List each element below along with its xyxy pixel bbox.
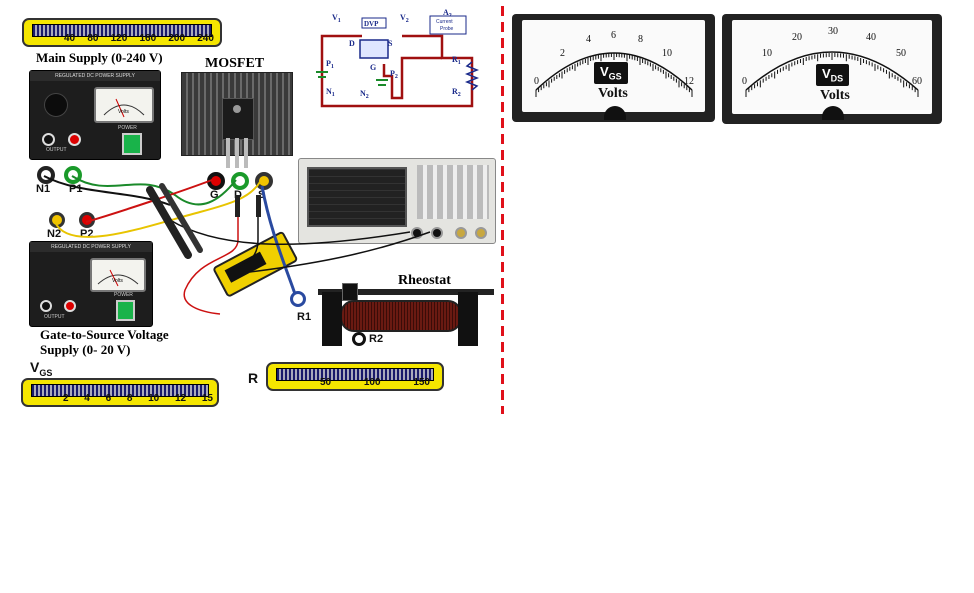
vds-meter-units: Volts — [820, 88, 850, 104]
vgs-tick-label: 6 — [611, 30, 616, 41]
vgs-meter-units: Volts — [598, 86, 628, 102]
vgs-voltmeter: 0 2 4 6 8 10 12 VGS Volts — [512, 14, 715, 122]
vds-voltmeter: 0 10 20 30 40 50 60 VDS Volts — [722, 14, 942, 124]
vgs-scale: 2 4 6 8 10 12 15 — [63, 393, 213, 404]
vds-tick-label: 50 — [896, 48, 906, 59]
wire-s-to-r1 — [262, 186, 295, 294]
vds-tick-label: 20 — [792, 32, 802, 43]
circuit-p1: P1 — [326, 59, 334, 70]
vgs-slider-label-sub: GS — [39, 368, 52, 378]
circuit-v2: V2 — [400, 13, 409, 24]
circuit-mosfet-box — [360, 40, 388, 58]
section-divider — [501, 6, 504, 414]
vgs-meter-plate: VGS — [594, 62, 628, 84]
circuit-n1: N1 — [326, 87, 335, 98]
circuit-schematic: V1 V2 A2 D S G P1 N1 P2 N2 R1 R2 DVP Cur… — [312, 6, 492, 118]
vgs-tick-label: 12 — [684, 76, 694, 87]
vds-tick-label: 40 — [866, 32, 876, 43]
circuit-dvp: DVP — [364, 20, 379, 28]
wire-scope-1 — [170, 220, 410, 244]
vds-plate-sub: DS — [831, 74, 844, 84]
circuit-n2: N2 — [360, 89, 369, 100]
vds-tick-label: 30 — [828, 26, 838, 37]
circuit-r1: R1 — [452, 55, 461, 66]
vgs-tick-label: 2 — [560, 48, 565, 59]
scale-tick: 6 — [106, 393, 112, 404]
scale-tick: 50 — [320, 377, 331, 388]
circuit-r2: R2 — [452, 87, 461, 98]
vds-tick-label: 10 — [762, 48, 772, 59]
circuit-wire-gate — [384, 58, 442, 98]
scale-tick: 150 — [413, 377, 430, 388]
probe-s-body — [256, 195, 261, 217]
vgs-slider[interactable]: 2 4 6 8 10 12 15 — [21, 378, 219, 407]
current-clamp-jaws — [150, 186, 200, 255]
vds-tick-label: 0 — [742, 76, 747, 87]
vds-meter-plate: VDS — [816, 64, 849, 86]
scale-tick: 10 — [148, 393, 159, 404]
scale-tick: 4 — [84, 393, 90, 404]
r-slider[interactable]: 50 100 150 — [266, 362, 444, 391]
vgs-tick-label: 10 — [662, 48, 672, 59]
scale-tick: 15 — [202, 393, 213, 404]
vgs-plate-main: V — [600, 64, 609, 79]
vgs-plate-sub: GS — [609, 72, 622, 82]
r-scale: 50 100 150 — [320, 377, 430, 388]
circuit-d: D — [349, 39, 355, 48]
probe-d-body — [235, 195, 240, 217]
vgs-tick-label: 4 — [586, 34, 591, 45]
vgs-slider-label: VGS — [30, 359, 52, 378]
vds-tick-label: 60 — [912, 76, 922, 87]
circuit-probe-line1: Current — [436, 19, 453, 25]
circuit-probe-line2: Probe — [440, 26, 454, 32]
scale-tick: 2 — [63, 393, 69, 404]
r-slider-label: R — [248, 370, 258, 386]
vds-plate-main: V — [822, 66, 831, 81]
scale-tick: 8 — [127, 393, 133, 404]
wire-probe-red — [184, 200, 238, 314]
scale-tick: 12 — [175, 393, 186, 404]
vgs-slider-label-main: V — [30, 359, 39, 375]
circuit-v1: V1 — [332, 13, 341, 24]
vgs-meter-face: 0 2 4 6 8 10 12 VGS Volts — [522, 20, 705, 112]
vgs-tick-label: 8 — [638, 34, 643, 45]
circuit-g: G — [370, 63, 376, 72]
vds-meter-face: 0 10 20 30 40 50 60 VDS Volts — [732, 20, 932, 114]
vgs-tick-label: 0 — [534, 76, 539, 87]
wire-probe-black — [238, 200, 258, 268]
scale-tick: 100 — [364, 377, 381, 388]
wire-scope-2 — [250, 232, 430, 272]
